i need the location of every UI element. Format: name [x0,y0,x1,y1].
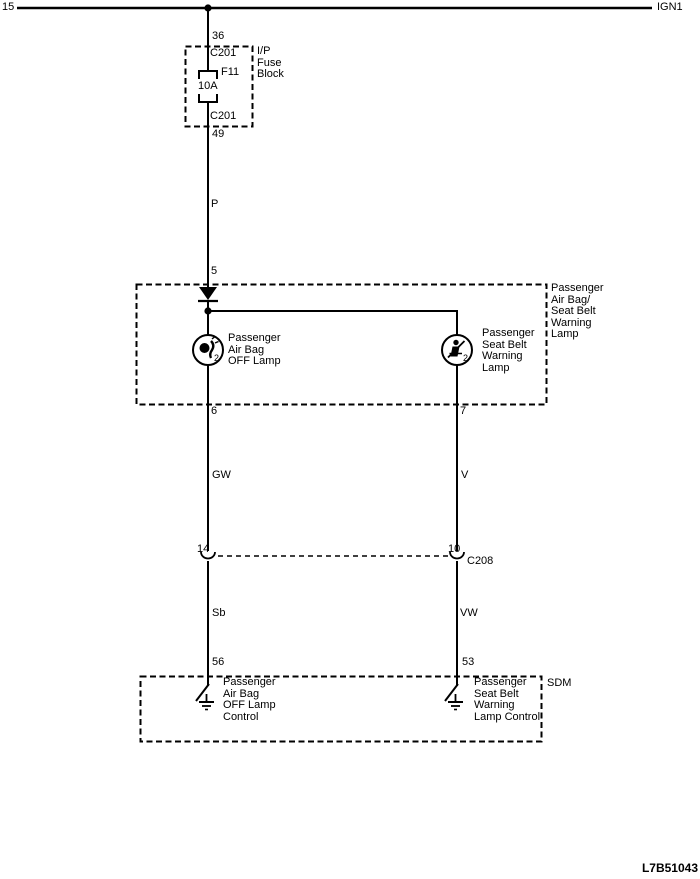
seatbelt-control-ground-icon [444,683,463,711]
pin-7: 7 [460,405,467,417]
fuse-symbol-bottom [198,94,218,103]
pin-53: 53 [462,656,475,668]
connector-c208: C208 [467,555,494,567]
airbag-control-name: Passenger Air Bag OFF Lamp Control [223,676,276,723]
airbag-lamp-name: Passenger Air Bag OFF Lamp [228,332,281,368]
pin-49: 49 [212,128,225,140]
pin-14: 14 [197,543,210,555]
rail-name: IGN1 [657,1,683,13]
wire-color-p: P [211,198,219,210]
airbag-control-ground-icon [195,683,214,711]
fuse-rating: 10A [198,80,218,92]
lamp-assembly-outline [135,283,548,406]
figure-id: L7B51043 [641,861,698,875]
pin-10: 10 [448,543,461,555]
fuse-id: F11 [221,66,240,78]
sdm-outline [139,675,543,743]
pin-6: 6 [211,405,218,417]
seatbelt-lamp-name: Passenger Seat Belt Warning Lamp [482,327,535,374]
fuse-block-name: I/P Fuse Block [257,45,284,81]
connector-c201-top: C201 [210,47,237,59]
circuit-ref-left: 15 [2,1,15,13]
connector-arc-right [449,551,465,560]
connector-arc-left [200,551,216,560]
wire-color-vw: VW [460,607,478,619]
fuse-symbol-top [198,70,218,79]
fuse-block-outline [184,45,254,128]
pin-56: 56 [212,656,225,668]
lamp-assembly-name: Passenger Air Bag/ Seat Belt Warning Lam… [551,282,604,341]
seatbelt-lamp-filament: 2 [463,353,469,363]
wire-color-v: V [461,469,469,481]
pin-5: 5 [211,265,218,277]
seatbelt-lamp-icon [447,339,466,359]
wire-color-gw: GW [212,469,231,481]
pin-36: 36 [212,30,225,42]
diode-icon [199,287,217,300]
airbag-lamp-icon [199,335,219,359]
connector-c201-bottom: C201 [210,110,237,122]
wire-color-sb: Sb [212,607,226,619]
sdm-name: SDM [547,677,572,689]
airbag-lamp-filament: 2 [214,353,220,363]
seatbelt-control-name: Passenger Seat Belt Warning Lamp Control [474,676,541,723]
